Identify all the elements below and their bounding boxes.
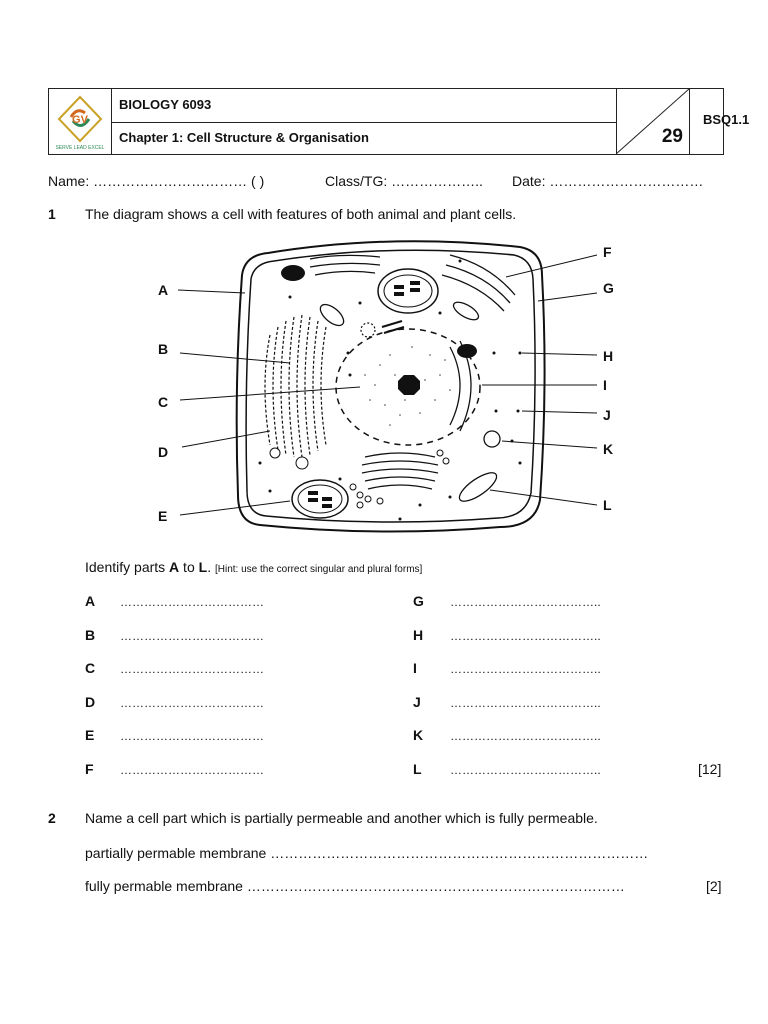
golgi-right xyxy=(442,255,515,431)
logo-motto: SERVE LEAD EXCEL xyxy=(55,145,104,151)
answer-blank[interactable]: ……………………………… xyxy=(120,696,264,710)
rough-er xyxy=(265,315,326,457)
instruction-pre: Identify parts xyxy=(85,559,169,575)
diagram-label-e: E xyxy=(158,508,167,524)
instruction-l: L xyxy=(199,559,208,575)
name-field: Name: …………………………… ( ) xyxy=(48,173,264,189)
answer-blank[interactable]: ……………………………… xyxy=(120,629,264,643)
q1-text: The diagram shows a cell with features o… xyxy=(85,206,516,222)
diagram-label-h: H xyxy=(603,348,613,364)
answer-letter: J xyxy=(413,694,421,710)
header-table: GV SERVE LEAD EXCEL BIOLOGY 6093 Chapter… xyxy=(48,88,724,155)
diagram-label-b: B xyxy=(158,341,168,357)
worksheet-number-cell: 29 xyxy=(616,89,690,154)
logo-cell: GV SERVE LEAD EXCEL xyxy=(49,89,112,154)
instruction-mid: to xyxy=(179,559,198,575)
diagram-label-l: L xyxy=(603,497,612,513)
instruction-a: A xyxy=(169,559,179,575)
answer-blank[interactable]: ……………………………….. xyxy=(450,662,601,676)
nucleolus xyxy=(398,375,420,395)
date-field: Date: …………………………… xyxy=(512,173,703,189)
vacuole-2 xyxy=(457,344,477,358)
answer-letter: A xyxy=(85,593,95,609)
answer-letter: K xyxy=(413,727,423,743)
subject-title: BIOLOGY 6093 xyxy=(119,97,211,112)
diagram-label-f: F xyxy=(603,244,612,260)
cell-diagram xyxy=(150,235,630,540)
cell-wall xyxy=(237,241,545,531)
subject-row: BIOLOGY 6093 xyxy=(111,89,616,123)
cell-membrane xyxy=(246,250,535,522)
diagram-label-k: K xyxy=(603,441,613,457)
diagram-label-i: I xyxy=(603,377,607,393)
ribosomes xyxy=(259,260,522,521)
diagram-label-a: A xyxy=(158,282,168,298)
answer-letter: E xyxy=(85,727,94,743)
answer-letter: G xyxy=(413,593,424,609)
centriole xyxy=(361,323,375,337)
q2-marks: [2] xyxy=(706,878,722,894)
diagram-label-g: G xyxy=(603,280,614,296)
answer-blank[interactable]: ……………………………….. xyxy=(450,729,601,743)
answer-letter: F xyxy=(85,761,94,777)
answer-blank[interactable]: ……………………………… xyxy=(120,763,264,777)
instruction-hint: [Hint: use the correct singular and plur… xyxy=(215,564,422,575)
answer-blank[interactable]: ……………………………… xyxy=(120,595,264,609)
golgi-apparatus xyxy=(362,453,438,489)
vacuole-1 xyxy=(281,265,305,281)
q2-text: Name a cell part which is partially perm… xyxy=(85,810,598,826)
answer-blank[interactable]: ……………………………….. xyxy=(450,595,601,609)
q1-marks: [12] xyxy=(698,761,721,777)
answer-blank[interactable]: ……………………………… xyxy=(120,662,264,676)
q1-instruction: Identify parts A to L. [Hint: use the co… xyxy=(85,559,422,575)
worksheet-number: 29 xyxy=(662,126,683,148)
diagram-label-c: C xyxy=(158,394,168,410)
chapter-title: Chapter 1: Cell Structure & Organisation xyxy=(119,130,369,145)
worksheet-code: BSQ1.1 xyxy=(703,112,749,127)
q1-number: 1 xyxy=(48,206,56,222)
answer-letter: D xyxy=(85,694,95,710)
diagram-label-d: D xyxy=(158,444,168,460)
answer-blank[interactable]: ……………………………… xyxy=(120,729,264,743)
answer-letter: C xyxy=(85,660,95,676)
smooth-er-top xyxy=(310,255,380,275)
logo-letters: GV xyxy=(72,114,89,126)
instruction-end: . xyxy=(207,559,215,575)
answer-blank[interactable]: ……………………………….. xyxy=(450,629,601,643)
q2-fully-permeable-line[interactable]: fully permable membrane …………………………………………… xyxy=(85,878,695,894)
answer-letter: L xyxy=(413,761,422,777)
answer-letter: I xyxy=(413,660,417,676)
diagram-label-j: J xyxy=(603,407,611,423)
school-logo: GV SERVE LEAD EXCEL xyxy=(49,89,111,154)
title-cell: BIOLOGY 6093 Chapter 1: Cell Structure &… xyxy=(111,89,617,154)
class-field: Class/TG: ……………….. xyxy=(325,173,483,189)
code-cell: BSQ1.1 xyxy=(689,89,723,154)
answer-letter: H xyxy=(413,627,423,643)
answer-blank[interactable]: ……………………………….. xyxy=(450,696,601,710)
lysosome xyxy=(484,431,500,447)
answer-letter: B xyxy=(85,627,95,643)
q2-number: 2 xyxy=(48,810,56,826)
answer-blank[interactable]: ……………………………….. xyxy=(450,763,601,777)
mitochondria xyxy=(317,299,501,506)
chloroplast-top xyxy=(378,269,438,313)
q2-partially-permeable-line[interactable]: partially permable membrane ………………………………… xyxy=(85,845,725,861)
chloroplast-bottom xyxy=(292,480,348,518)
